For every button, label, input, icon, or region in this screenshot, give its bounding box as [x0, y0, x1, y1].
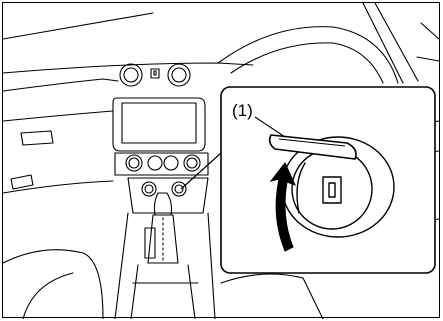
- passenger-dash-lower: [3, 181, 113, 193]
- center-tunnel-right: [208, 213, 215, 319]
- dashboard-illustration: [3, 3, 441, 319]
- center-tunnel-left: [115, 213, 128, 319]
- climate-controls: [115, 153, 208, 175]
- dash-upper-curve: [3, 79, 118, 91]
- passenger-seat-left: [3, 250, 103, 319]
- passenger-seat-inner: [23, 273, 73, 319]
- windshield-left-line: [3, 13, 153, 39]
- tunnel-inner-left: [131, 265, 138, 319]
- gear-shifter: [145, 193, 178, 263]
- callout-leader-line: [181, 153, 221, 189]
- door-handle: [11, 175, 33, 189]
- center-vents: [120, 64, 190, 86]
- illustration-frame: [2, 2, 440, 318]
- tunnel-inner-right: [188, 265, 195, 319]
- driver-seat: [221, 274, 323, 319]
- right-mirror: [417, 23, 439, 61]
- callout-label: (1): [232, 101, 253, 121]
- glove-box-line: [3, 111, 113, 121]
- steering-wheel-inner: [231, 43, 383, 83]
- steering-wheel: [218, 27, 398, 83]
- glove-box-handle: [21, 131, 53, 145]
- infotainment-screen: [113, 98, 205, 151]
